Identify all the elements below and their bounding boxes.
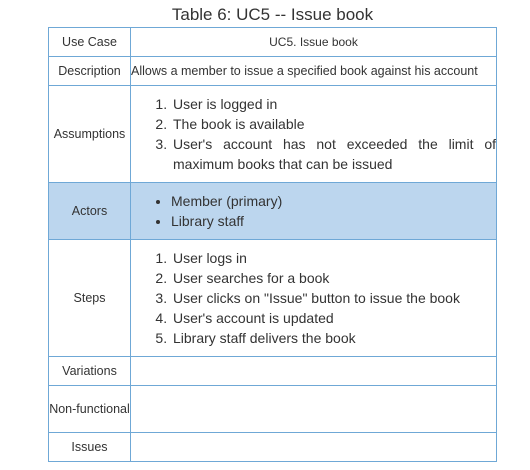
row-label-use-case: Use Case: [48, 27, 131, 57]
row-label-issues: Issues: [48, 432, 131, 462]
row-label-non-functional: Non-functional: [48, 385, 131, 433]
use-case-value: UC5. Issue book: [130, 27, 497, 57]
description-value: Allows a member to issue a specified boo…: [130, 56, 497, 86]
steps-cell: User logs in User searches for a book Us…: [130, 239, 497, 357]
table-row-issues: Issues: [48, 432, 497, 462]
list-item: User's account is updated: [171, 308, 496, 328]
assumptions-cell: User is logged in The book is available …: [130, 85, 497, 183]
list-item: User logs in: [171, 248, 496, 268]
table-row-non-functional: Non-functional: [48, 385, 497, 433]
list-item: User's account has not exceeded the limi…: [171, 134, 496, 174]
list-item: The book is available: [171, 114, 496, 134]
assumptions-list: User is logged in The book is available …: [131, 94, 496, 174]
steps-list: User logs in User searches for a book Us…: [131, 248, 496, 348]
variations-value: [130, 356, 497, 386]
list-item: Member (primary): [171, 191, 496, 211]
table-row-actors: Actors Member (primary) Library staff: [48, 182, 497, 240]
table-row-steps: Steps User logs in User searches for a b…: [48, 239, 497, 357]
use-case-table: Use Case UC5. Issue book Description All…: [48, 27, 497, 462]
actors-list: Member (primary) Library staff: [131, 191, 496, 231]
row-label-assumptions: Assumptions: [48, 85, 131, 183]
table-row-variations: Variations: [48, 356, 497, 386]
non-functional-value: [130, 385, 497, 433]
table-row-assumptions: Assumptions User is logged in The book i…: [48, 85, 497, 183]
table-caption: Table 6: UC5 -- Issue book: [171, 5, 374, 24]
table-row-use-case: Use Case UC5. Issue book: [48, 27, 497, 57]
row-label-variations: Variations: [48, 356, 131, 386]
row-label-steps: Steps: [48, 239, 131, 357]
issues-value: [130, 432, 497, 462]
list-item: User is logged in: [171, 94, 496, 114]
row-label-description: Description: [48, 56, 131, 86]
actors-cell: Member (primary) Library staff: [130, 182, 497, 240]
row-label-actors: Actors: [48, 182, 131, 240]
list-item: Library staff delivers the book: [171, 328, 496, 348]
table-row-description: Description Allows a member to issue a s…: [48, 56, 497, 86]
list-item: User searches for a book: [171, 268, 496, 288]
list-item: User clicks on "Issue" button to issue t…: [171, 288, 496, 308]
list-item: Library staff: [171, 211, 496, 231]
